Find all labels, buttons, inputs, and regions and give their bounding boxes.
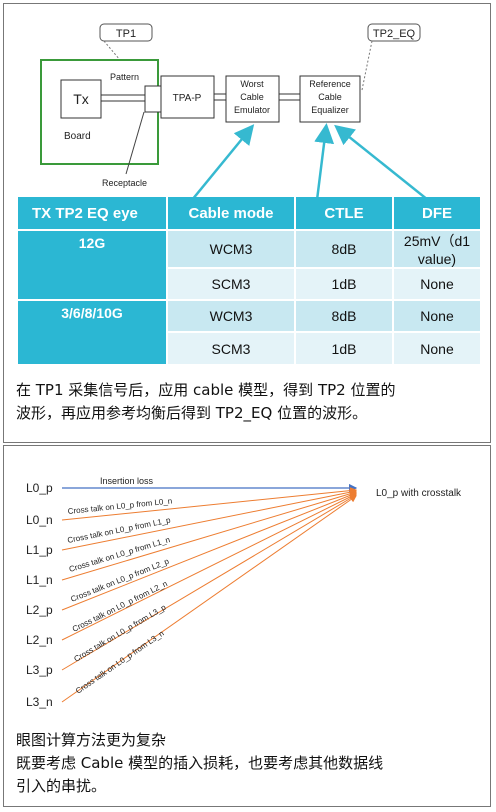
eq-settings-table: TX TP2 EQ eye Cable mode CTLE DFE 12G WC… (18, 197, 482, 364)
cell-ctle: 1dB (295, 267, 394, 300)
cell-ctle: 1dB (295, 331, 394, 364)
cell-dfe: None (393, 267, 482, 300)
crosstalk-line (61, 491, 357, 611)
tpa-p-label: TPA-P (173, 93, 202, 104)
board-label: Board (64, 131, 91, 142)
tp2eq-leader (361, 40, 373, 91)
lane-label: L3_p (26, 663, 53, 677)
lane-label: L2_p (26, 603, 53, 617)
caption-crosstalk-line-2: 既要考虑 Cable 模型的插入损耗，也要考虑其他数据线 (16, 754, 384, 772)
group-label-3-6-8-10g: 3/6/8/10G (18, 299, 168, 364)
insertion-loss-label: Insertion loss (100, 476, 154, 486)
lane-label: L1_p (26, 543, 53, 557)
rce-line-2: Cable (318, 92, 342, 102)
lane-label: L0_n (26, 513, 53, 527)
cell-ctle: 8dB (295, 229, 394, 268)
crosstalk-panel: L0_p L0_n L1_p L1_n L2_p L2_n L3_p L3_n … (3, 445, 491, 807)
cell-ctle: 8dB (295, 299, 394, 332)
reference-cable-equalizer-box (299, 75, 361, 123)
cell-dfe: None (393, 331, 482, 364)
tp2eq-callout (367, 23, 421, 42)
crosstalk-line (61, 487, 357, 521)
pattern-label: Pattern (110, 72, 139, 82)
cell-dfe: 25mV（d1 value) (393, 229, 482, 268)
header-eye: TX TP2 EQ eye (18, 197, 168, 230)
worst-cable-emulator-box (225, 75, 280, 123)
caption-setup-line-2: 波形，再应用参考均衡后得到 TP2_EQ 位置的波形。 (16, 404, 368, 422)
tp1-callout (99, 23, 153, 42)
tp1-callout-text: TP1 (116, 28, 136, 40)
cell-cable-mode: SCM3 (167, 267, 296, 300)
arrow-cable-mode (192, 124, 255, 197)
lane-label: L0_p (26, 481, 53, 495)
crosstalk-line (61, 494, 357, 671)
lane-label: L1_n (26, 573, 53, 587)
crosstalk-diagram: L0_p L0_n L1_p L1_n L2_p L2_n L3_p L3_n … (26, 476, 462, 709)
receptacle-box (144, 85, 162, 113)
crosstalk-label: Cross talk on L0_p from L0_n (67, 496, 172, 516)
caption-crosstalk-line-1: 眼图计算方法更为复杂 (16, 731, 167, 749)
tx-box (60, 79, 102, 119)
arrow-dfe (334, 124, 427, 197)
tx-label: Tx (73, 91, 89, 107)
tpa-p-box (160, 75, 215, 119)
setup-panel: TP1 TP2_EQ Tx Board Pattern Receptacle T… (3, 3, 491, 443)
cell-cable-mode: SCM3 (167, 331, 296, 364)
group-label-12g: 12G (18, 229, 168, 300)
caption-setup-line-1: 在 TP1 采集信号后，应用 cable 模型，得到 TP2 位置的 (16, 381, 396, 399)
target-label: L0_p with crosstalk (376, 488, 462, 499)
receptacle-label: Receptacle (102, 178, 147, 188)
caption-crosstalk: 眼图计算方法更为复杂 既要考虑 Cable 模型的插入损耗，也要考虑其他数据线 … (16, 729, 383, 798)
cell-cable-mode: WCM3 (167, 229, 296, 268)
crosstalk-line (61, 490, 357, 581)
setup-diagram: TP1 TP2_EQ Tx Board Pattern Receptacle T… (40, 23, 427, 197)
header-dfe: DFE (393, 197, 482, 230)
header-ctle: CTLE (295, 197, 394, 230)
crosstalk-label: Cross talk on L0_p from L3_n (74, 629, 166, 696)
header-cable-mode: Cable mode (167, 197, 296, 230)
lane-label: L3_n (26, 695, 53, 709)
rce-line-3: Equalizer (311, 105, 349, 115)
rce-line-1: Reference (309, 79, 351, 89)
receptacle-leader (125, 111, 145, 175)
crosstalk-line (61, 493, 357, 641)
wce-line-1: Worst (240, 79, 264, 89)
cell-cable-mode: WCM3 (167, 299, 296, 332)
caption-crosstalk-line-3: 引入的串扰。 (16, 777, 107, 795)
crosstalk-line (61, 495, 357, 703)
wce-line-2: Cable (240, 92, 264, 102)
caption-setup: 在 TP1 采集信号后，应用 cable 模型，得到 TP2 位置的 波形，再应… (16, 379, 395, 425)
tp2eq-callout-text: TP2_EQ (373, 28, 416, 40)
arrow-ctle (314, 123, 335, 197)
lane-label: L2_n (26, 633, 53, 647)
wce-line-3: Emulator (234, 105, 270, 115)
crosstalk-line (61, 488, 357, 551)
cell-dfe: None (393, 299, 482, 332)
